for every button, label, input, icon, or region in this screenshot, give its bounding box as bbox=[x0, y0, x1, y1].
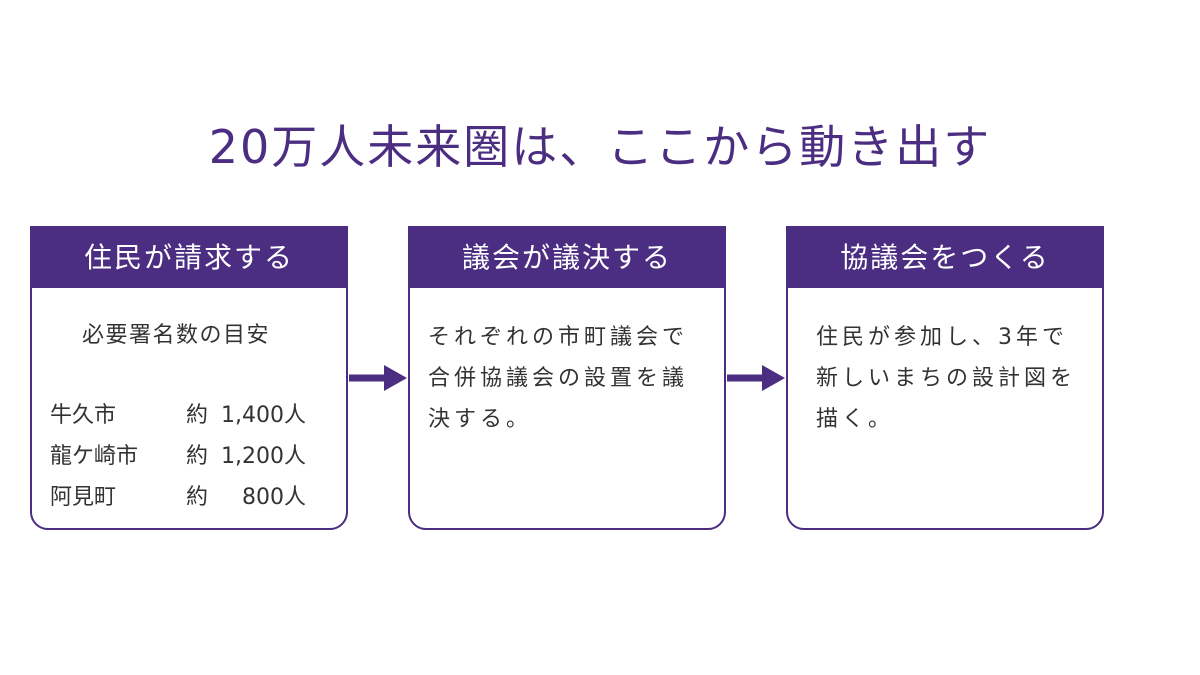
description-line: それぞれの市町議会で bbox=[428, 325, 689, 350]
step-header: 協議会をつくる bbox=[788, 228, 1102, 288]
description-line: 合併協議会の設置を議 bbox=[428, 366, 689, 391]
signature-count: 1,200人 bbox=[221, 444, 306, 469]
step-box-council: 協議会をつくる 住民が参加し、3年で 新しいまちの設計図を 描く。 bbox=[786, 226, 1104, 530]
step-subtitle: 必要署名数の目安 bbox=[82, 323, 271, 348]
municipality-name: 阿見町 bbox=[50, 485, 117, 510]
step-description: それぞれの市町議会で 合併協議会の設置を議 決する。 bbox=[428, 317, 688, 440]
approx-prefix: 約 bbox=[186, 403, 209, 428]
step-header: 住民が請求する bbox=[32, 228, 346, 288]
approx-prefix: 約 bbox=[186, 485, 209, 510]
description-line: 住民が参加し、3年で bbox=[816, 325, 1068, 350]
description-line: 決する。 bbox=[428, 407, 533, 432]
arrow-right-icon bbox=[349, 361, 407, 395]
arrow-right-icon bbox=[727, 361, 785, 395]
signature-row: 阿見町 約 800人 bbox=[50, 477, 320, 518]
step-description: 住民が参加し、3年で 新しいまちの設計図を 描く。 bbox=[816, 317, 1076, 440]
municipality-name: 龍ケ崎市 bbox=[50, 444, 139, 469]
description-line: 新しいまちの設計図を bbox=[816, 366, 1077, 391]
signature-row: 龍ケ崎市 約 1,200人 bbox=[50, 436, 320, 477]
signature-count: 800人 bbox=[242, 485, 306, 510]
signature-row: 牛久市 約 1,400人 bbox=[50, 395, 320, 436]
approx-prefix: 約 bbox=[186, 444, 209, 469]
page-title: 20万人未来圏は、ここから動き出す bbox=[208, 120, 992, 174]
step-header: 議会が議決する bbox=[410, 228, 724, 288]
step-box-petition: 住民が請求する 必要署名数の目安 牛久市 約 1,400人 龍ケ崎市 約 1,2… bbox=[30, 226, 348, 530]
municipality-name: 牛久市 bbox=[50, 403, 117, 428]
step-box-resolution: 議会が議決する それぞれの市町議会で 合併協議会の設置を議 決する。 bbox=[408, 226, 726, 530]
signature-count: 1,400人 bbox=[221, 403, 306, 428]
description-line: 描く。 bbox=[816, 407, 895, 432]
